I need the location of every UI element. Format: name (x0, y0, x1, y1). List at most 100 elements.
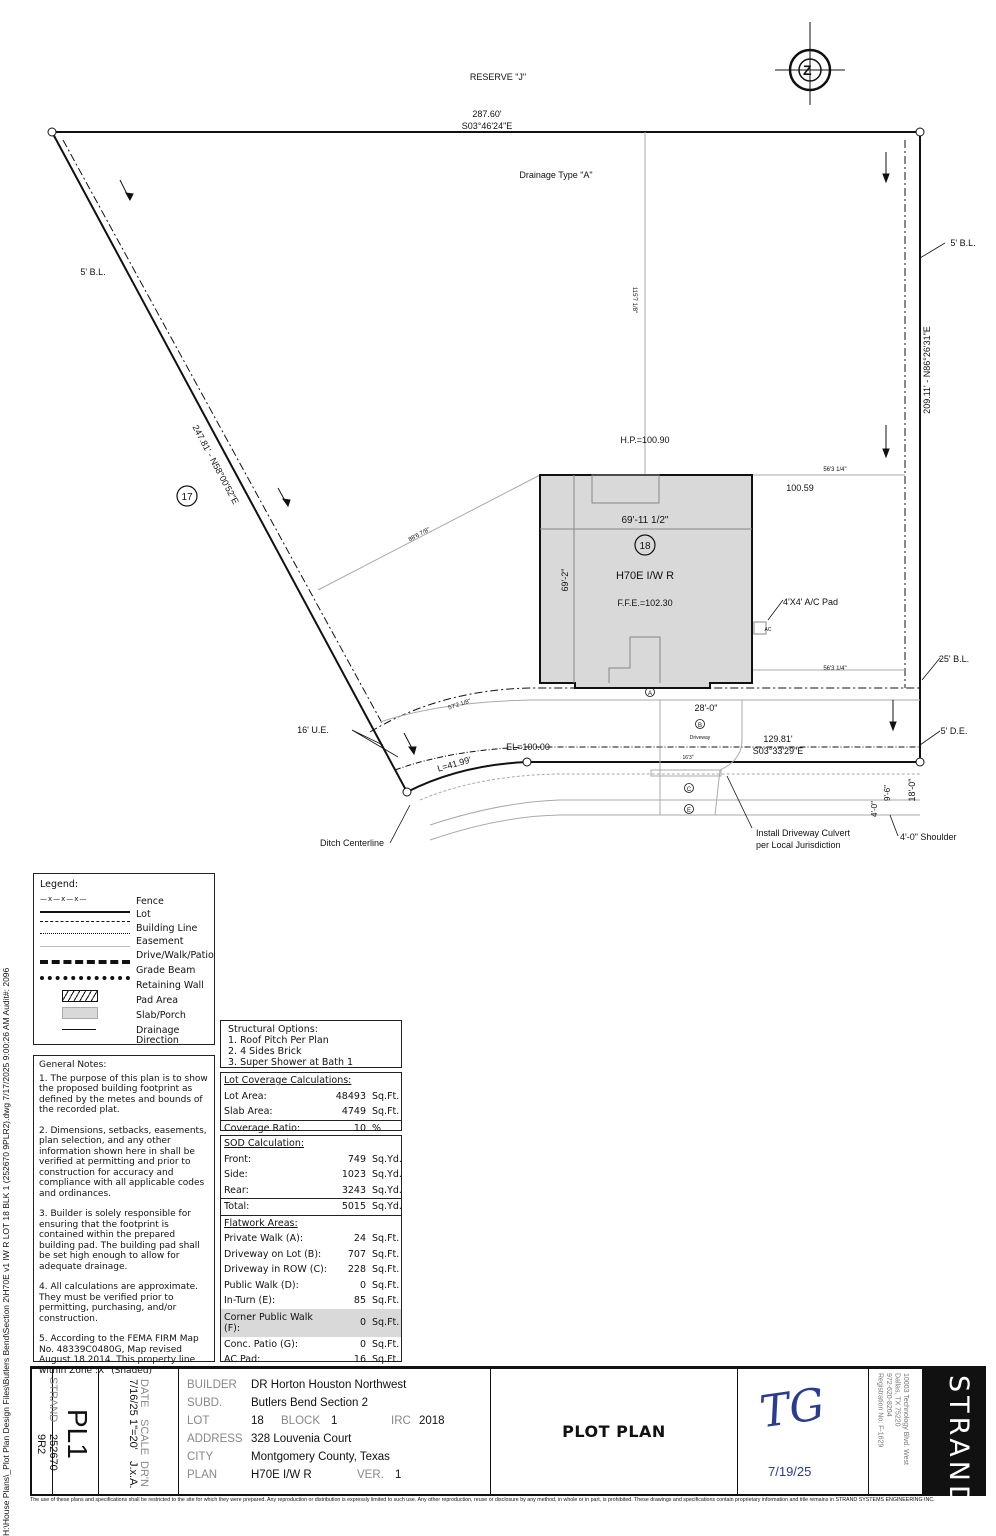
el-label: EL=100.00 (506, 742, 550, 752)
unit: % (372, 1122, 382, 1134)
front-bearing: S03°33'29"E (753, 746, 804, 756)
general-notes: General Notes: 1. The purpose of this pl… (33, 1055, 215, 1376)
flatwork-value: 0 (359, 1279, 366, 1291)
marker-e: E (687, 808, 691, 814)
flatwork-value: 0 (359, 1317, 366, 1328)
right-bl: 5' B.L. (950, 238, 975, 248)
city-label: CITY (187, 1451, 214, 1463)
flatwork-label: In-Turn (E): (224, 1295, 276, 1307)
signature-cell: TG 7/19/25 (738, 1369, 869, 1494)
building-lines (62, 139, 920, 733)
sod-total-value: 5015 (341, 1201, 366, 1213)
legend-item: Pad Area (136, 994, 179, 1006)
flatwork-value: 707 (347, 1248, 366, 1260)
elevation-right: 100.59 (786, 483, 814, 493)
ver-label: VER. (357, 1469, 384, 1481)
note: 3. Builder is solely responsible for ens… (39, 1209, 200, 1272)
ffe-label: F.F.E.=102.30 (617, 598, 672, 608)
lot-coverage-title: Lot Coverage Calculations: (224, 1075, 352, 1087)
file-path-stamp: H:\House Plans\_Plot Plan Design Files\B… (1, 967, 11, 1536)
structural-option: 3. Super Shower at Bath 1 (228, 1057, 354, 1068)
slab-area-label: Slab Area: (224, 1106, 273, 1118)
legend: Legend: —x—x—x— Fence Lot Building Line … (33, 873, 215, 1045)
dim-9-6: 9'-6" (883, 785, 892, 801)
sod-total-label: Total: (224, 1201, 250, 1213)
front-bl: 25' B.L. (939, 654, 969, 664)
ac-pad-label: 4'X4' A/C Pad (783, 597, 838, 607)
left-dim: 88'6 7/8" (408, 527, 431, 543)
flatwork-label: Driveway in ROW (C): (224, 1264, 327, 1276)
drive-dim: 16'3" (682, 755, 693, 761)
drn-value: J.x.A. (127, 1460, 139, 1489)
lot-area-value: 48493 (335, 1090, 366, 1102)
plan-value: H70E I/W R (251, 1469, 312, 1481)
lot-number: 18 (639, 541, 651, 552)
front-curve-dim: 57'2 1/8" (448, 699, 472, 712)
flatwork-value: 85 (353, 1295, 366, 1307)
drn-label: DR'N (138, 1460, 150, 1487)
marker-a: A (648, 691, 652, 697)
unit: Sq.Ft. (372, 1279, 400, 1291)
note: 4. All calculations are approximate. The… (39, 1282, 199, 1324)
flatwork-value: 16 (353, 1354, 366, 1366)
legend-item: Drainage Direction (136, 1024, 180, 1046)
legend-title: Legend: (40, 879, 79, 890)
culvert-note-2: per Local Jurisdiction (756, 840, 841, 850)
marker-c: C (687, 787, 692, 793)
flatwork-label: Driveway on Lot (B): (224, 1248, 322, 1260)
irc-value: 2018 (419, 1415, 445, 1427)
right-line-label: 209.11' - N86°26'31"E (922, 326, 932, 414)
drainage-type: Drainage Type "A" (519, 170, 592, 180)
left-bl: 5' B.L. (80, 267, 105, 277)
top-bearing: S03°46'24"E (462, 121, 513, 131)
front-de: 5' D.E. (941, 726, 968, 736)
scale-label: SCALE (138, 1419, 150, 1456)
coverage-ratio-value: 10 (353, 1122, 366, 1134)
legend-symbols: —x—x—x— (40, 894, 130, 1030)
structural-options-title: Structural Options: (228, 1024, 318, 1035)
company-address-line: 972-620-8204 (885, 1373, 892, 1417)
structural-option: 2. 4 Sides Brick (228, 1046, 302, 1057)
builder-label: BUILDER (187, 1379, 237, 1391)
address-label: ADDRESS (187, 1433, 243, 1445)
unit: Sq.Ft. (372, 1233, 400, 1245)
unit: Sq.Yd. (372, 1169, 402, 1181)
company-address-cell: 10003 Technology Blvd. West Dallas, TX 7… (869, 1369, 923, 1494)
side-dim-top: 56'3 1/4" (823, 467, 846, 473)
sod-label: Front: (224, 1153, 252, 1165)
legend-item: Slab/Porch (136, 1010, 186, 1021)
flatwork-label: Conc. Patio (G): (224, 1338, 299, 1350)
lot-label: LOT (187, 1415, 210, 1427)
legend-item: Lot (136, 908, 151, 920)
legend-item: Fence (136, 896, 164, 907)
sod-value: 749 (347, 1153, 366, 1165)
house-width: 69'-11 1/2" (622, 515, 669, 526)
marker-b: B (698, 723, 702, 729)
unit: Sq.Ft. (372, 1354, 400, 1366)
lot-area-label: Lot Area: (224, 1090, 267, 1102)
flatwork-label: AC Pad: (224, 1354, 261, 1366)
block-label: BLOCK (281, 1415, 320, 1427)
driveway-label: Driveway (690, 735, 711, 741)
ditch-centerline: Ditch Centerline (320, 838, 384, 848)
ver-value: 1 (395, 1469, 402, 1481)
coverage-ratio-label: Coverage Ratio: (224, 1122, 301, 1134)
subd-value: Butlers Bend Section 2 (251, 1397, 368, 1409)
unit: Sq.Ft. (372, 1338, 400, 1350)
reserve-label: RESERVE "J" (470, 72, 526, 82)
irc-label: IRC (391, 1415, 411, 1427)
subd-label: SUBD. (187, 1397, 223, 1409)
dim-18: 18'-0" (907, 779, 917, 802)
legend-item: Retaining Wall (136, 980, 204, 991)
job-cell: STRAND 252670 9R2 (32, 1369, 59, 1494)
dim-4: 4'-0" (870, 801, 879, 817)
house-plan-name: H70E I/W R (616, 570, 674, 582)
flatwork-label: Private Walk (A): (224, 1233, 304, 1245)
north-arrow-icon: Z (775, 22, 845, 105)
driveway-width: 28'-0" (695, 703, 718, 713)
sod-value: 1023 (341, 1169, 366, 1181)
company-address-line: Registration No: F-1629 (876, 1373, 884, 1448)
company-address-line: 10003 Technology Blvd. West (902, 1373, 909, 1465)
